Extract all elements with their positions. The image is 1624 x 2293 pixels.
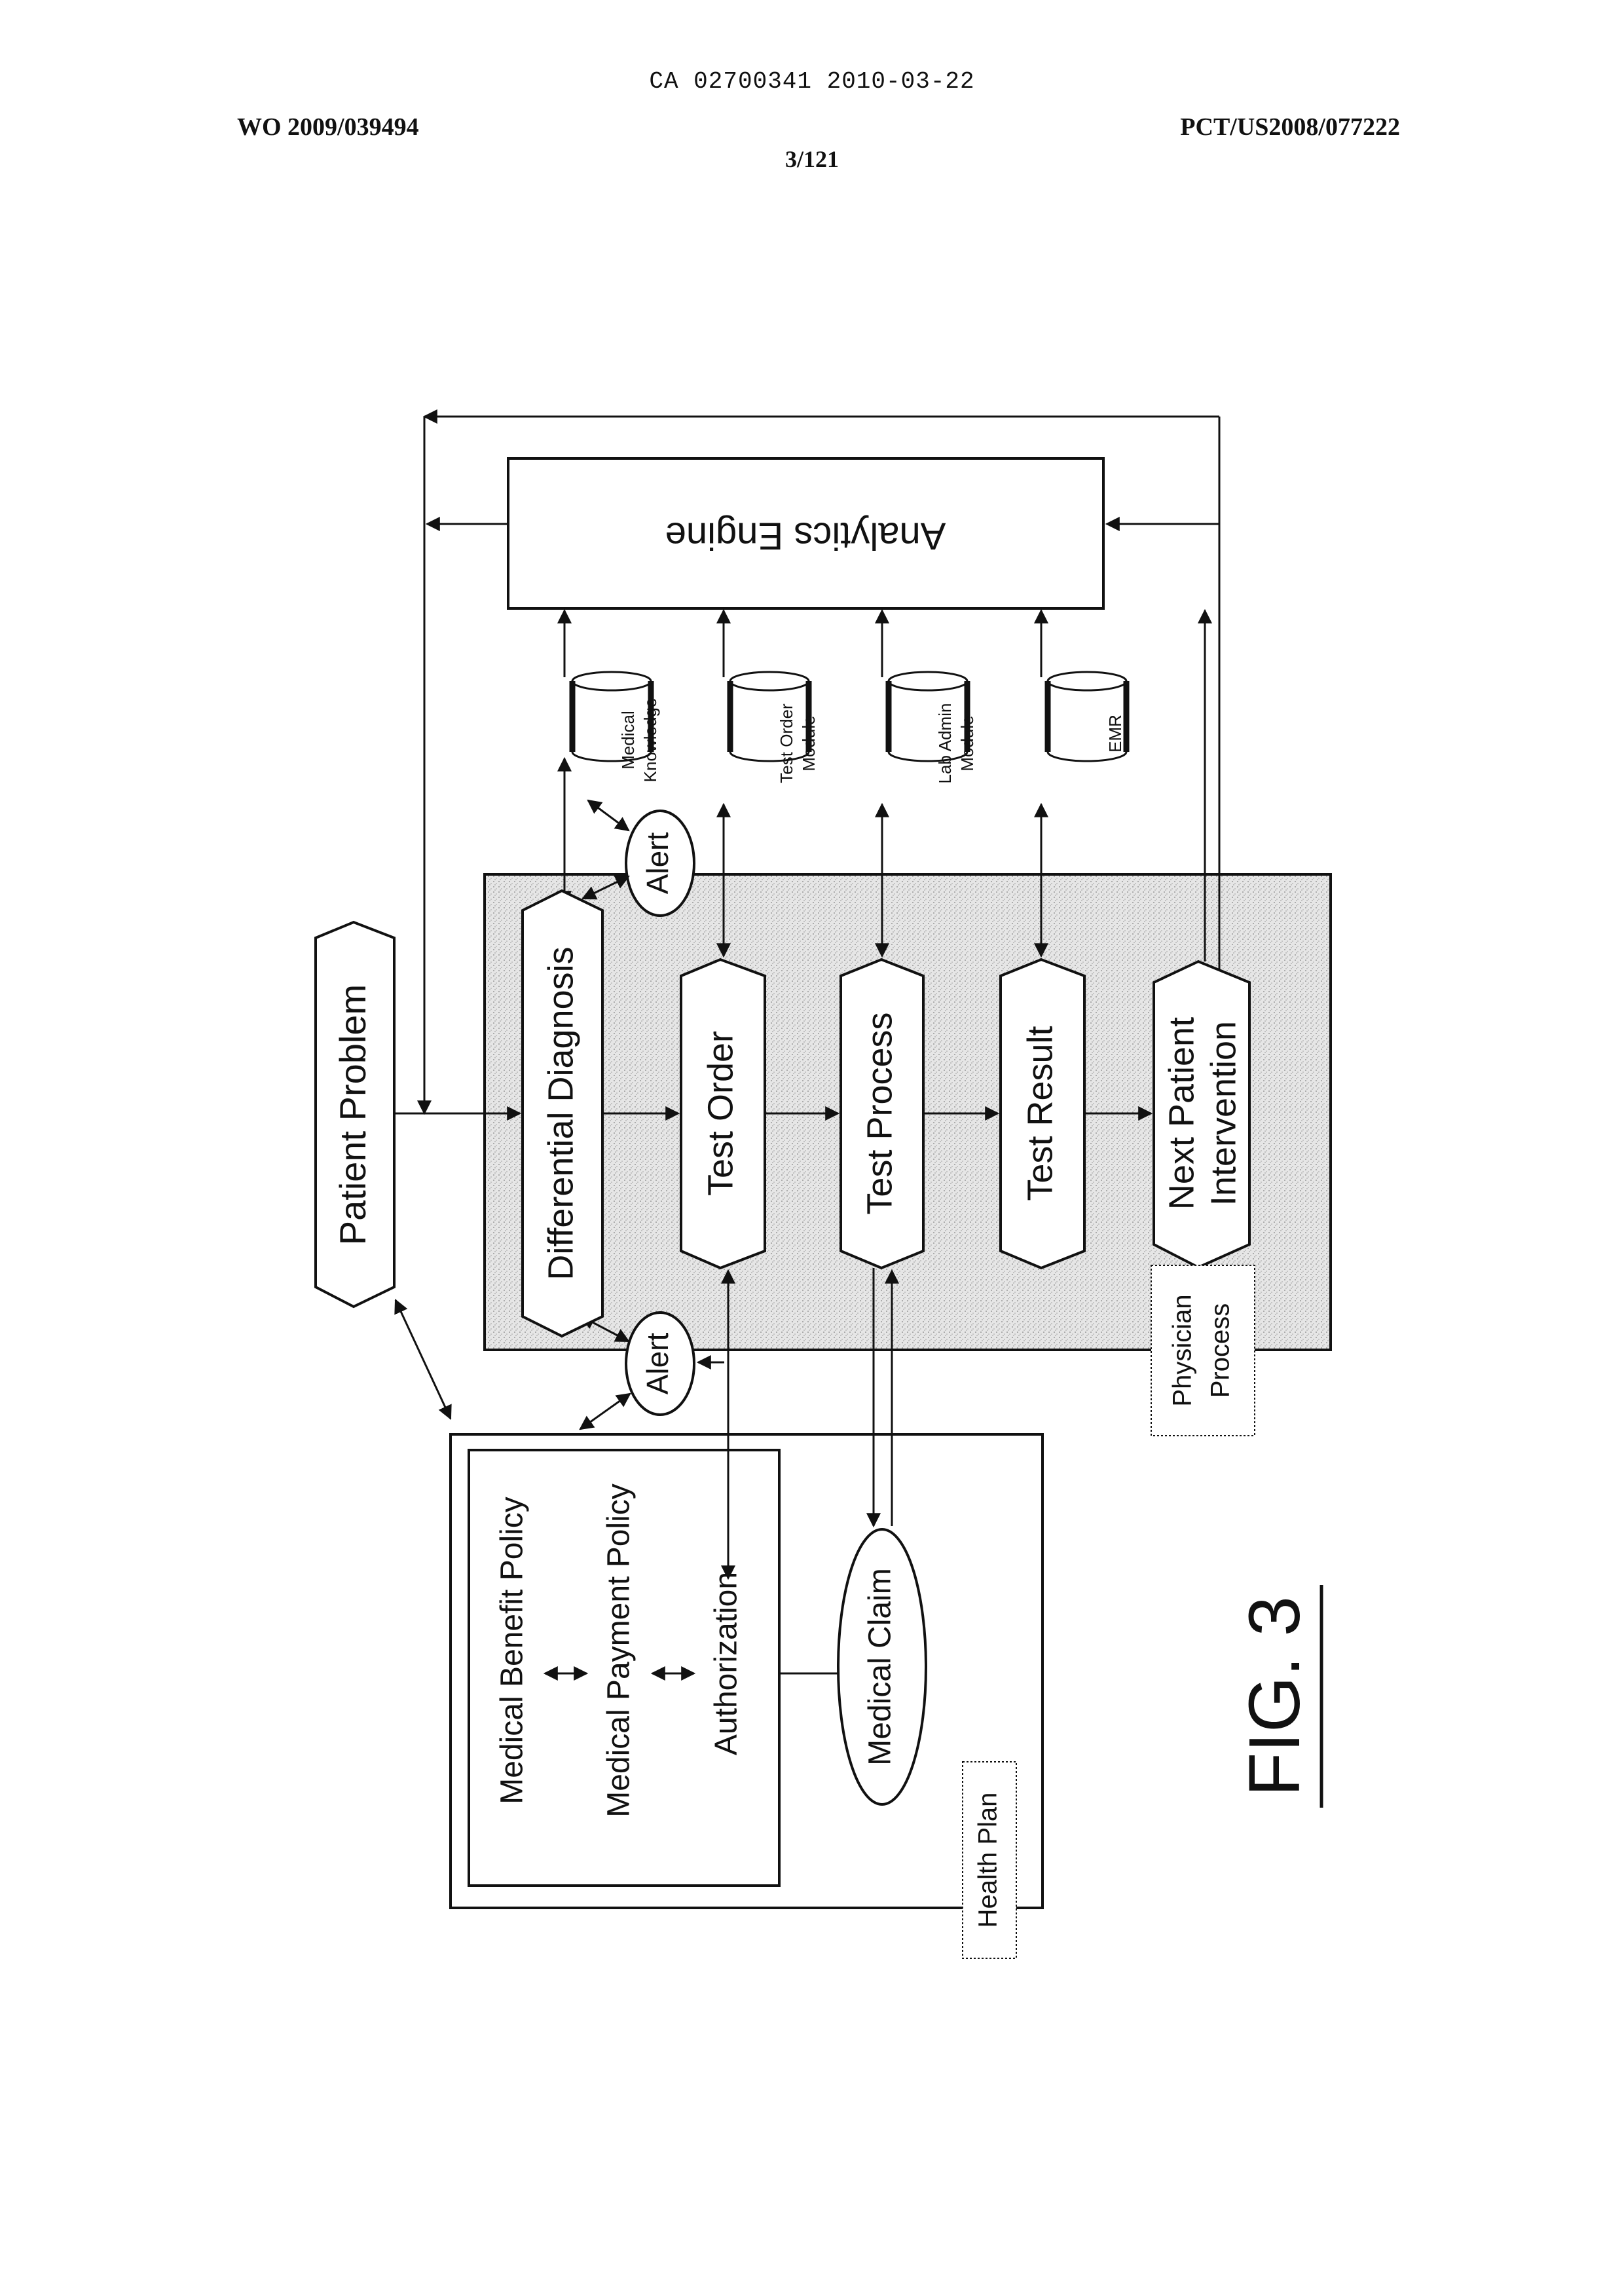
health-plan-label: Health Plan	[974, 1793, 1003, 1928]
arrow-alert-bottom-to-plan	[580, 1394, 630, 1429]
authorization-label: Authorization	[709, 1572, 744, 1755]
test-order-label: Test Order	[701, 1031, 740, 1196]
db-label-test-order-module-1: Test Order	[777, 703, 796, 783]
db-label-lab-admin-module-1: Lab Admin	[935, 703, 955, 784]
physician-process-label-2: Process	[1206, 1303, 1235, 1398]
next-patient-intervention-label-2: Intervention	[1204, 1021, 1243, 1206]
db-label-medical-knowledge-1: Medical	[618, 711, 638, 770]
next-patient-intervention-label-1: Next Patient	[1162, 1017, 1201, 1210]
arrow-alert-top-to-mk	[588, 800, 629, 830]
alert-top-label: Alert	[640, 832, 674, 894]
test-result-label: Test Result	[1020, 1026, 1060, 1201]
database-medical-knowledge-icon	[572, 672, 651, 761]
physician-process-label-1: Physician	[1168, 1294, 1197, 1406]
medical-payment-policy-label: Medical Payment Policy	[602, 1483, 637, 1818]
medical-claim-label: Medical Claim	[863, 1568, 898, 1765]
database-test-order-module-icon	[730, 672, 809, 761]
health-plan-outer-box	[451, 1434, 1043, 1908]
medical-benefit-policy-label: Medical Benefit Policy	[495, 1497, 530, 1804]
differential-diagnosis-label: Differential Diagnosis	[541, 946, 580, 1280]
patient-problem-label: Patient Problem	[332, 984, 373, 1245]
db-label-test-order-module-2: Module	[799, 715, 819, 771]
test-process-label: Test Process	[860, 1012, 899, 1214]
db-label-lab-admin-module-2: Module	[957, 715, 977, 771]
db-label-emr: EMR	[1105, 715, 1125, 753]
alert-bottom-label: Alert	[640, 1332, 674, 1394]
arrow-patient-problem-to-plan	[396, 1300, 451, 1419]
db-label-medical-knowledge-2: Knowledge	[640, 698, 660, 783]
database-lab-admin-module-icon	[889, 672, 967, 761]
figure-label: FIG. 3	[1234, 1596, 1315, 1797]
analytics-engine-label: Analytics Engine	[665, 515, 946, 557]
physician-process-label-box	[1151, 1265, 1255, 1436]
